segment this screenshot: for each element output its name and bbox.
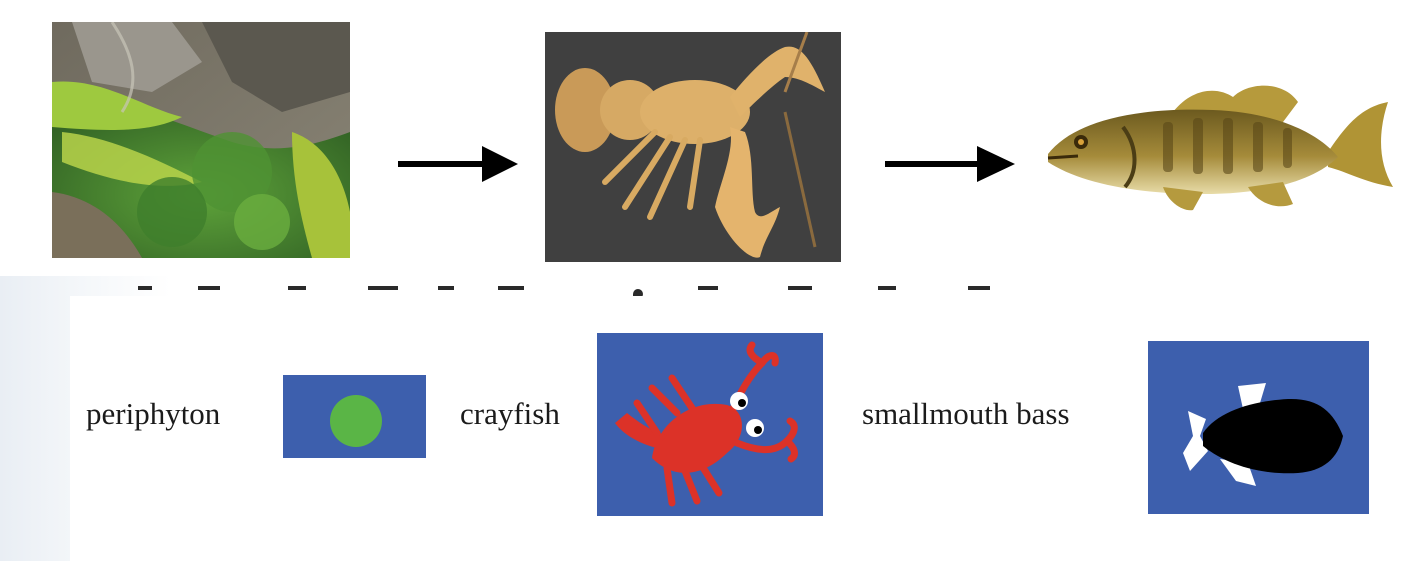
crayfish-photo — [545, 32, 841, 262]
arrow-right-icon — [885, 144, 1015, 184]
green-circle-icon — [283, 375, 426, 458]
bass-photo — [1043, 82, 1398, 217]
red-crayfish-icon — [597, 333, 823, 516]
algae-photo — [52, 22, 350, 258]
black-fish-icon — [1148, 341, 1369, 514]
legend-label-smallmouth-bass: smallmouth bass — [862, 398, 1070, 429]
arrow-right-icon — [398, 144, 518, 184]
legend-label-periphyton: periphyton — [86, 398, 220, 429]
legend-label-crayfish: crayfish — [460, 398, 560, 429]
